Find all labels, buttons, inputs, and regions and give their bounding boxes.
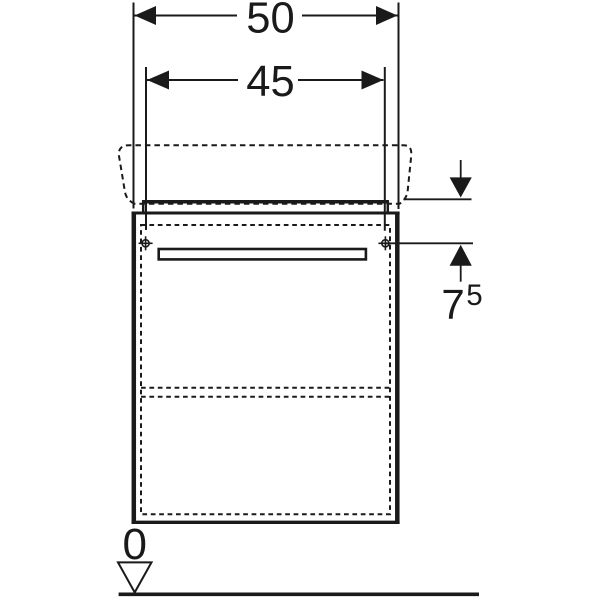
svg-text:50: 50 <box>246 0 294 43</box>
svg-text:0: 0 <box>123 520 147 569</box>
svg-text:45: 45 <box>246 58 294 106</box>
svg-text:5: 5 <box>466 279 482 312</box>
svg-text:7: 7 <box>441 281 464 328</box>
